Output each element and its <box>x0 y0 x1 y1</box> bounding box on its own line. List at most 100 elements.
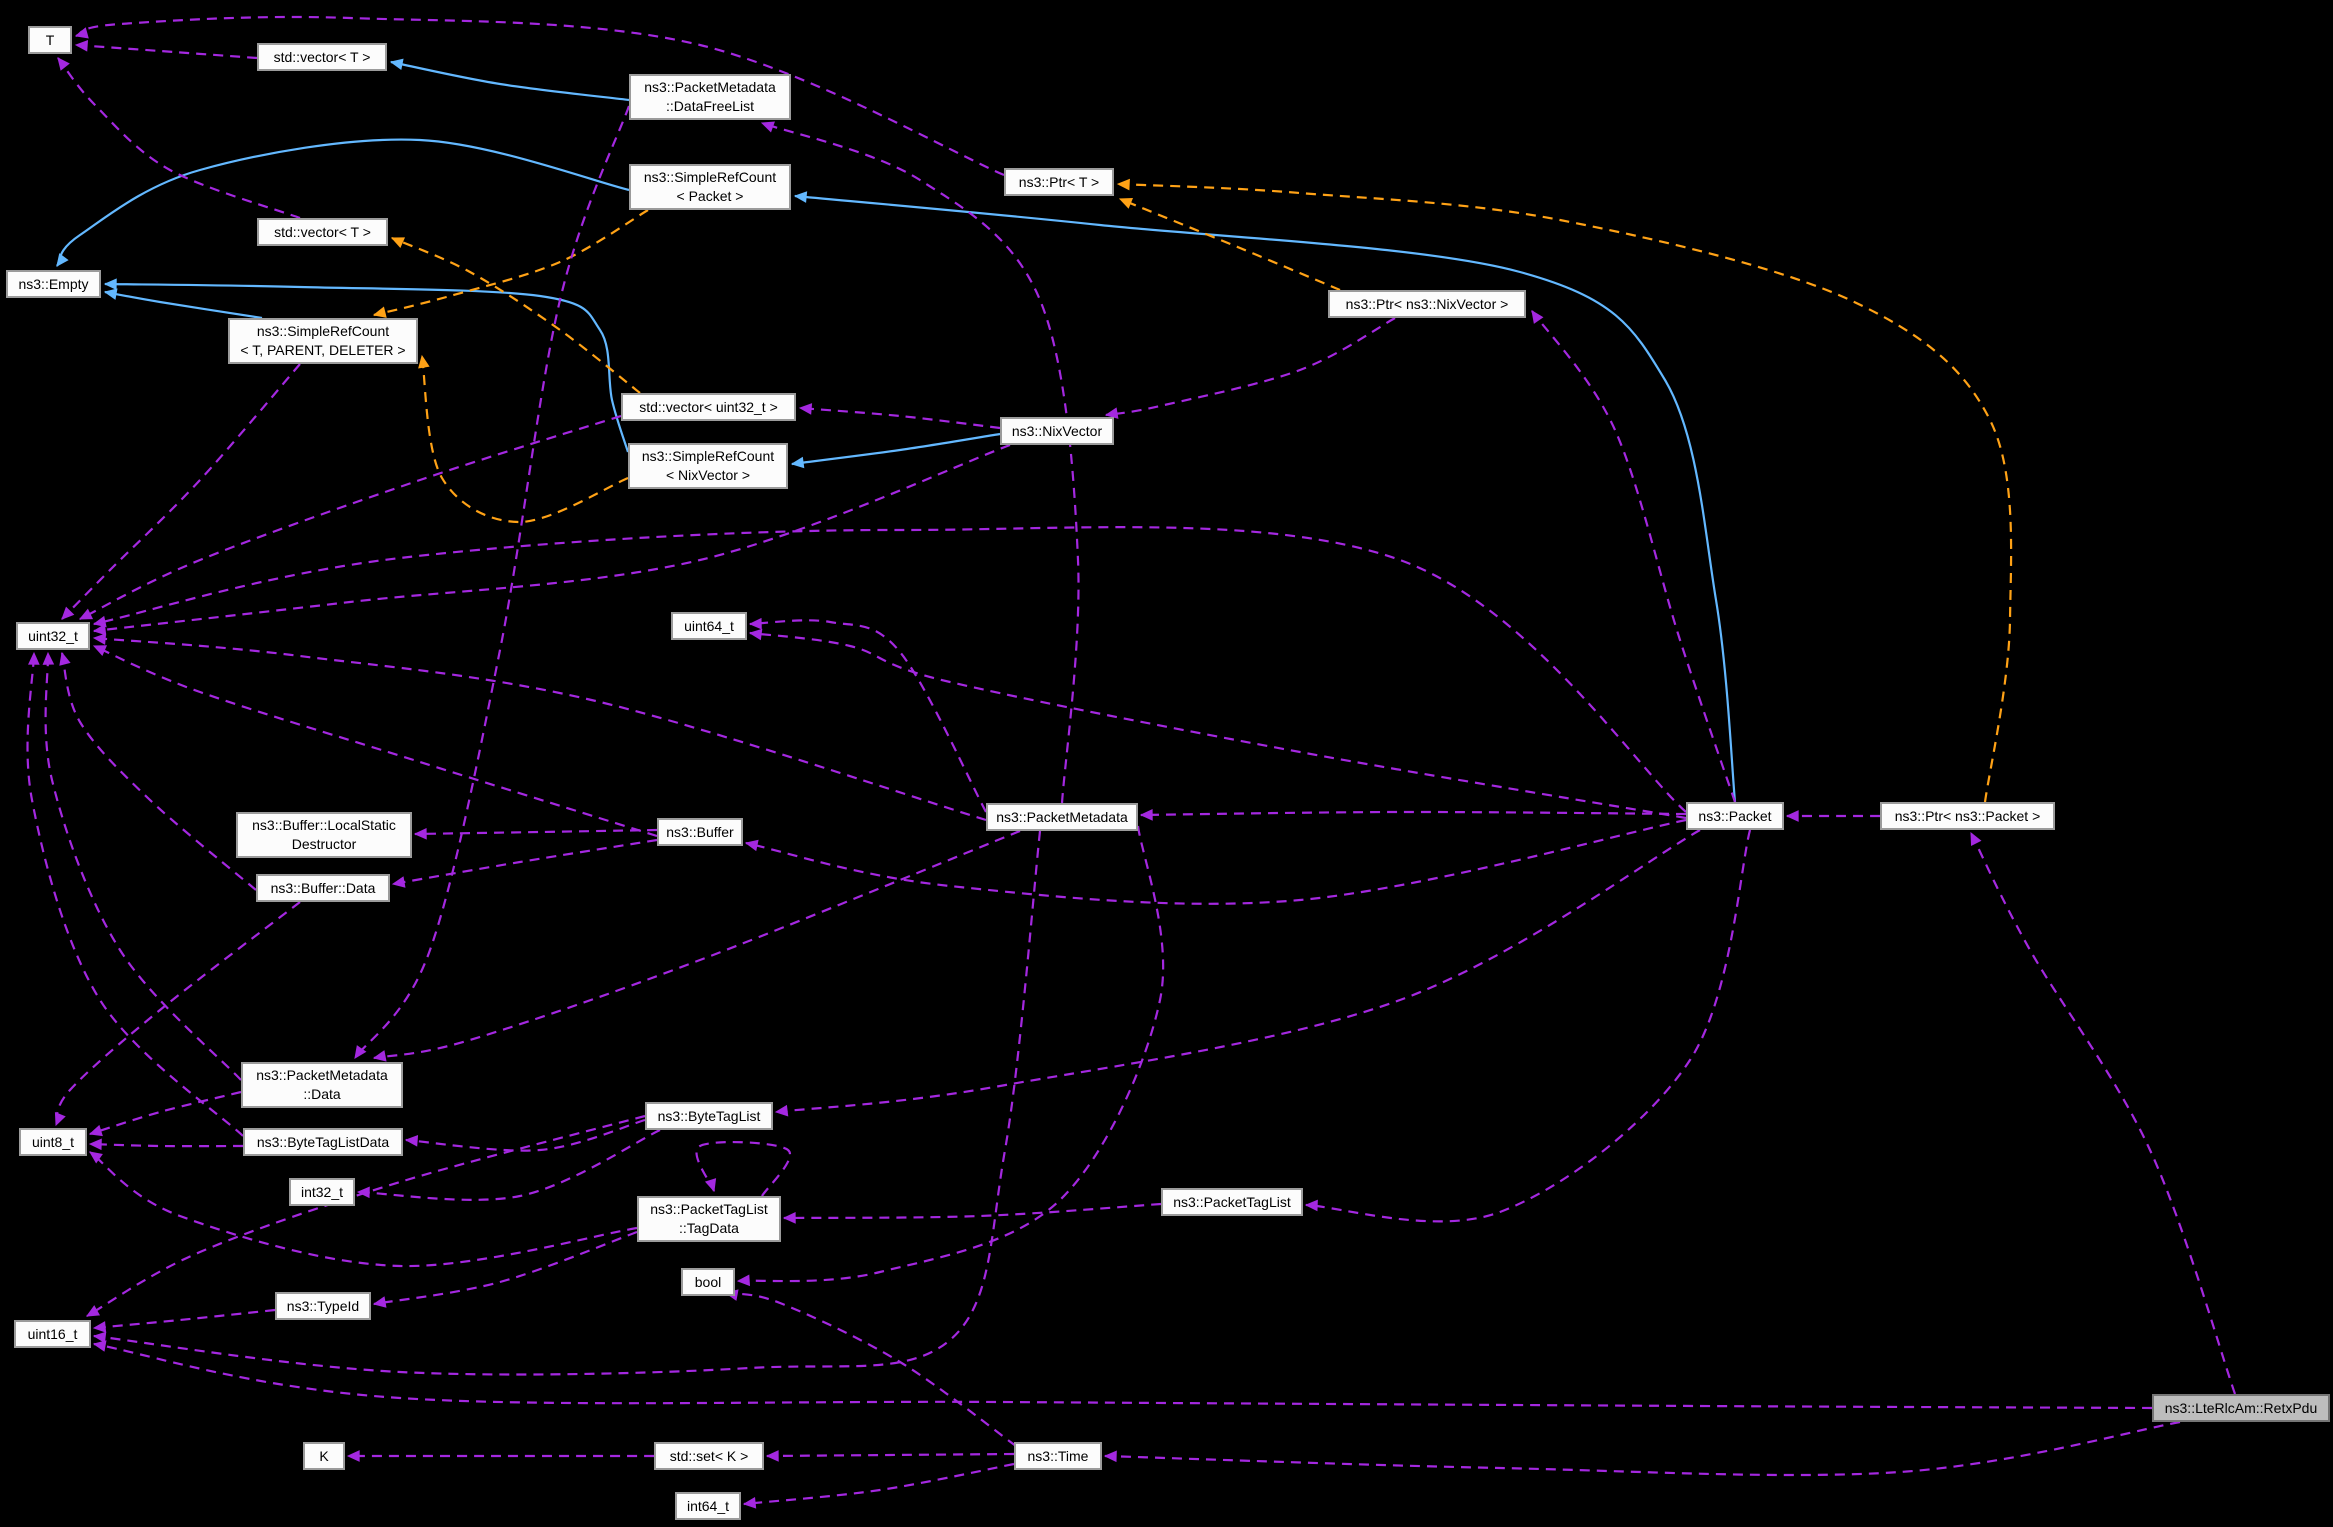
node-label: int32_t <box>300 1183 344 1200</box>
edge-SRCT-u32 <box>61 363 301 620</box>
node-Buf[interactable]: ns3::Buffer <box>657 818 743 846</box>
node-label: ns3::Buffer::LocalStatic <box>252 817 396 834</box>
edge-vecT2-T <box>57 57 301 220</box>
node-label: int64_t <box>686 1497 730 1514</box>
node-label: ns3::Packet <box>1698 807 1772 824</box>
node-SRCP[interactable]: ns3::SimpleRefCount< Packet > <box>629 164 791 210</box>
node-u64[interactable]: uint64_t <box>671 612 747 640</box>
edge-BufD-u8 <box>54 901 301 1127</box>
edge-NixV-vecU32 <box>798 403 1001 430</box>
node-TagD[interactable]: ns3::PacketTagList::TagData <box>637 1196 781 1242</box>
node-BufD[interactable]: ns3::Buffer::Data <box>256 874 390 902</box>
node-label: ns3::PacketMetadata <box>256 1067 388 1084</box>
node-BTL[interactable]: ns3::ByteTagList <box>645 1102 773 1130</box>
node-PtrNV[interactable]: ns3::Ptr< ns3::NixVector > <box>1328 290 1526 318</box>
node-bool[interactable]: bool <box>681 1268 735 1296</box>
edge-NixV-u32 <box>92 443 1011 636</box>
node-u32[interactable]: uint32_t <box>16 622 90 650</box>
node-i32[interactable]: int32_t <box>289 1178 355 1206</box>
node-BTLD[interactable]: ns3::ByteTagListData <box>243 1128 403 1156</box>
edges <box>26 15 2237 1509</box>
edge-Pkt-BTL <box>774 829 1701 1117</box>
node-SRCNV[interactable]: ns3::SimpleRefCount< NixVector > <box>628 443 788 489</box>
node-label: T <box>45 31 55 48</box>
node-u16[interactable]: uint16_t <box>14 1320 91 1348</box>
node-T[interactable]: T <box>28 26 72 54</box>
node-PTL[interactable]: ns3::PacketTagList <box>1161 1188 1303 1216</box>
edge-Pkt-SRCP <box>793 191 1737 803</box>
node-label: ns3::PacketMetadata <box>644 79 776 96</box>
node-label: uint16_t <box>27 1325 78 1342</box>
edge-PM-DFL <box>760 121 1080 804</box>
edge-TId-u16 <box>92 1308 276 1333</box>
node-label: ns3::SimpleRefCount <box>641 448 775 465</box>
node-DFL[interactable]: ns3::PacketMetadata::DataFreeList <box>629 74 791 120</box>
node-label: K <box>319 1447 329 1464</box>
edge-SRCP-SRCT <box>372 209 649 318</box>
edge-TagD-TId <box>372 1230 638 1308</box>
node-PtrPkt[interactable]: ns3::Ptr< ns3::Packet > <box>1880 802 2055 830</box>
node-label: ::DataFreeList <box>666 98 754 114</box>
node-label: < NixVector > <box>665 467 751 483</box>
edge-PtrPkt-PtrT <box>1116 178 2013 803</box>
node-label: ns3::Ptr< ns3::NixVector > <box>1345 295 1509 312</box>
edge-PtrT-T <box>74 15 1005 177</box>
edge-Buf-LSD <box>413 827 658 840</box>
node-vecT1[interactable]: std::vector< T > <box>257 43 387 71</box>
edge-Pkt-u64 <box>748 628 1687 820</box>
node-label: ns3::Empty <box>18 275 89 292</box>
node-setK[interactable]: std::set< K > <box>654 1442 764 1470</box>
node-PMD[interactable]: ns3::PacketMetadata::Data <box>241 1062 403 1108</box>
node-NixV[interactable]: ns3::NixVector <box>1000 417 1114 445</box>
node-vecU32[interactable]: std::vector< uint32_t > <box>621 393 796 421</box>
node-TId[interactable]: ns3::TypeId <box>275 1292 371 1320</box>
node-PtrT[interactable]: ns3::Ptr< T > <box>1004 168 1114 196</box>
node-Time[interactable]: ns3::Time <box>1014 1442 1102 1470</box>
node-label: ns3::Buffer <box>666 823 734 840</box>
node-label: std::vector< T > <box>273 48 371 65</box>
edge-PM-bool <box>736 825 1165 1287</box>
node-SRCT[interactable]: ns3::SimpleRefCount< T, PARENT, DELETER … <box>228 318 418 364</box>
node-label: < T, PARENT, DELETER > <box>240 342 406 358</box>
node-label: ns3::Time <box>1027 1447 1089 1464</box>
node-Pkt[interactable]: ns3::Packet <box>1686 802 1784 830</box>
edge-PM-u16 <box>92 830 1042 1376</box>
node-label: uint64_t <box>684 617 734 634</box>
node-label: ns3::TypeId <box>286 1297 360 1314</box>
node-RetxPdu[interactable]: ns3::LteRlcAm::RetxPdu <box>2152 1394 2330 1422</box>
edge-Buf-u32 <box>92 644 658 838</box>
node-K[interactable]: K <box>303 1442 345 1470</box>
edge-PM-u32 <box>92 633 987 822</box>
node-u8[interactable]: uint8_t <box>19 1128 87 1156</box>
node-vecT2[interactable]: std::vector< T > <box>257 218 388 246</box>
node-label: ns3::PacketTagList <box>1173 1193 1291 1210</box>
node-label: ns3::PacketMetadata <box>996 808 1128 825</box>
edge-Time-setK <box>765 1450 1015 1462</box>
node-label: ns3::Ptr< ns3::Packet > <box>1894 807 2041 824</box>
node-label: ns3::PacketTagList <box>650 1201 768 1218</box>
edge-PtrNV-PtrT <box>1118 197 1341 292</box>
edge-SRCNV-Empty <box>103 278 630 453</box>
edge-Pkt-PM <box>1139 809 1687 821</box>
edge-Pkt-Buf <box>744 818 1687 905</box>
node-label: ns3::Ptr< T > <box>1018 173 1100 190</box>
edge-SRCT-Empty <box>103 288 263 320</box>
node-PM[interactable]: ns3::PacketMetadata <box>986 803 1138 831</box>
node-label: ns3::SimpleRefCount <box>256 323 390 340</box>
edge-SRCP-Empty <box>56 138 630 267</box>
node-Empty[interactable]: ns3::Empty <box>6 270 101 298</box>
node-label: std::vector< uint32_t > <box>639 398 778 415</box>
edge-vecU32-u32 <box>78 414 622 620</box>
node-label: ns3::Buffer::Data <box>270 879 376 896</box>
node-i64[interactable]: int64_t <box>675 1492 741 1520</box>
edge-RetxPdu-Time <box>1103 1420 2181 1477</box>
edge-DFL-PMD <box>354 105 631 1059</box>
edge-Time-i64 <box>742 1462 1015 1509</box>
edge-Buf-BufD <box>391 838 658 888</box>
edge-BTL-u16 <box>85 1114 646 1317</box>
edge-Pkt-u32 <box>92 526 1687 813</box>
node-label: ns3::LteRlcAm::RetxPdu <box>2164 1399 2318 1416</box>
